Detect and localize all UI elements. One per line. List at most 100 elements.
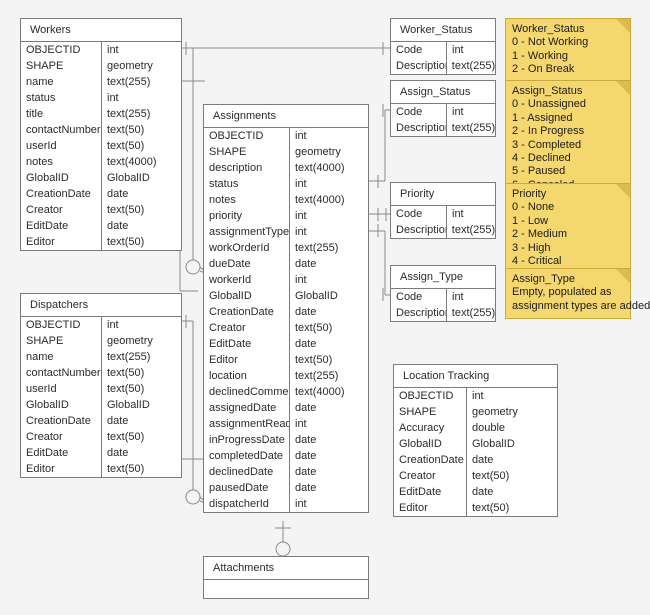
field-type: int [101,317,181,333]
note-line: 5 - Paused [512,165,566,178]
field-type: int [289,416,368,432]
field-name: Creator [209,322,246,334]
field-type: int [289,496,368,512]
field-name: Editor [26,236,55,248]
field-type: geometry [289,144,368,160]
field-name: description [209,162,263,174]
field-type: date [466,484,557,500]
field-name: contactNumber [26,124,101,136]
table-attachments[interactable]: Attachments [203,556,369,599]
field-type: text(4000) [289,192,368,208]
note-title: Assign_Type [512,273,575,285]
table-title-assignments: Assignments [204,105,368,128]
field-list-attachments [204,580,368,598]
field-name: CreationDate [26,188,91,200]
field-name: Code [396,291,423,303]
field-type: text(255) [289,368,368,384]
field-name: notes [209,194,236,206]
field-name: Code [396,106,423,118]
note-fold-icon [616,269,630,283]
field-type: text(50) [466,500,557,516]
cardinality-zero-circle-workerid [185,259,201,275]
table-row: notes text(4000) [204,192,368,208]
field-name: Editor [26,463,55,475]
field-name: OBJECTID [399,390,454,402]
note-line: 4 - Declined [512,152,571,165]
field-name: Editor [399,502,428,514]
field-name: title [26,108,44,120]
field-name: CreationDate [399,454,464,466]
field-type: date [101,445,181,461]
table-title-worker-status: Worker_Status [391,19,495,42]
field-name: SHAPE [209,146,247,158]
table-row: Creator text(50) [204,320,368,336]
field-type: text(4000) [289,384,368,400]
field-name: workerId [209,274,252,286]
field-type: int [289,208,368,224]
note-line: 0 - None [512,201,555,214]
field-name: status [26,92,56,104]
note-fold-icon [616,184,630,198]
field-type: text(255) [101,349,181,365]
field-name: GlobalID [26,399,69,411]
field-type: GlobalID [101,170,181,186]
table-row: SHAPE geometry [204,144,368,160]
table-title-dispatchers: Dispatchers [21,294,181,317]
field-type: date [289,304,368,320]
field-type: text(255) [445,305,495,321]
field-name: workOrderId [209,242,270,254]
field-name: assignmentRead [209,418,289,430]
field-name: Description [396,224,446,236]
field-name: CreationDate [209,306,274,318]
field-type: text(50) [289,320,368,336]
field-type: date [101,218,181,234]
field-type: int [466,388,557,404]
note-fold-icon [616,81,630,95]
field-name: name [26,76,54,88]
cardinality-zero-circle-attachments [275,541,291,557]
field-type: text(255) [101,74,181,90]
field-type: text(50) [101,202,181,218]
note-line: 3 - High [512,241,551,254]
field-type: GlobalID [466,436,557,452]
field-name: status [209,178,239,190]
field-type: text(50) [101,138,181,154]
field-type: text(255) [445,120,495,136]
field-name: Creator [26,204,63,216]
table-title-priority: Priority [391,183,495,206]
note-line: Empty, populated as [512,286,612,299]
